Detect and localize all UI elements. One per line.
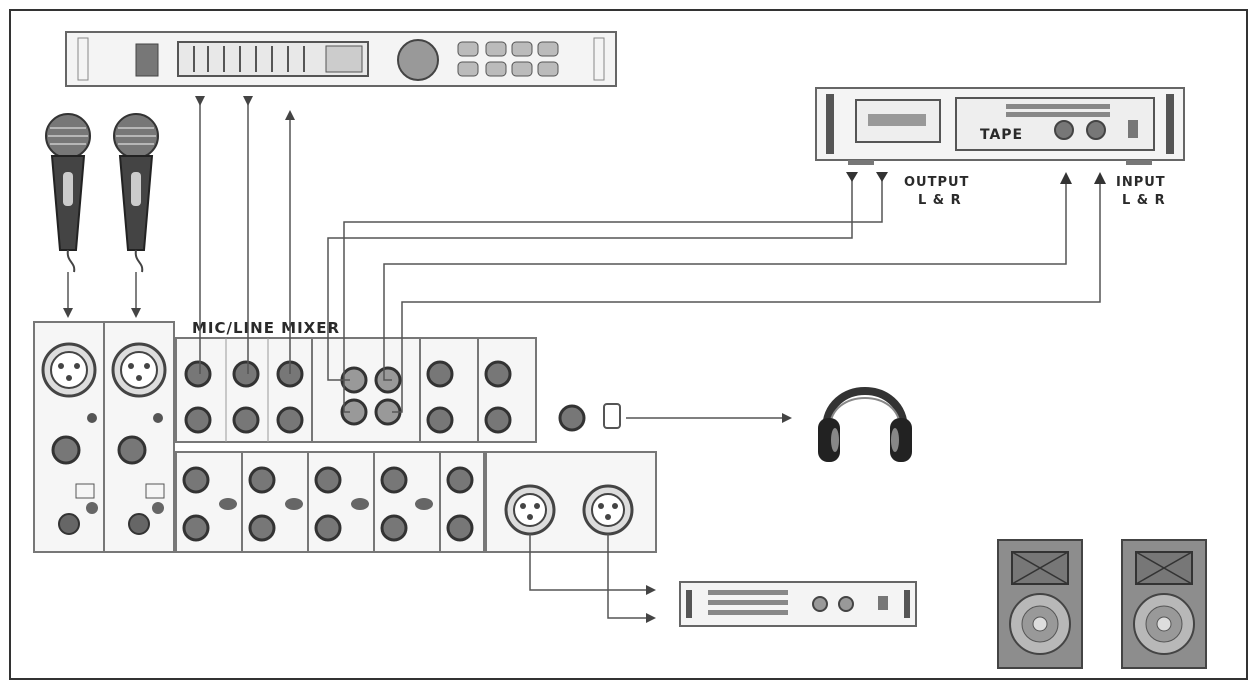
- tape-output-right: [343, 172, 883, 413]
- xlr-jack-icon: [504, 484, 556, 536]
- speaker-icon: [997, 539, 1083, 669]
- knob-icon: [58, 513, 80, 535]
- tape-label: TAPE: [980, 127, 1023, 143]
- amp-connection-left: [529, 534, 656, 595]
- mixer: MIC/LINE MIXER: [33, 319, 657, 553]
- microphone-icon: [113, 113, 159, 273]
- tape-input-left: [383, 176, 1067, 381]
- tape-output-left: [327, 172, 853, 381]
- rack-processor: [65, 31, 617, 87]
- mixer-title: MIC/LINE MIXER: [192, 319, 340, 337]
- knob-icon: [128, 513, 150, 535]
- microphone-icon: [45, 113, 91, 273]
- connections: [63, 96, 1106, 623]
- input-label-line1: INPUT: [1116, 175, 1166, 190]
- xlr-jack-icon: [111, 342, 167, 398]
- tape-deck: TAPE: [815, 87, 1185, 165]
- output-label-line1: OUTPUT: [904, 175, 969, 190]
- knob-icon: [397, 39, 439, 81]
- input-label-line2: L & R: [1122, 193, 1166, 208]
- output-label-line2: L & R: [918, 193, 962, 208]
- headphones-icon: [818, 387, 912, 462]
- amp-connection-right: [607, 534, 656, 623]
- speaker-icon: [1121, 539, 1207, 669]
- xlr-jack-icon: [582, 484, 634, 536]
- xlr-jack-icon: [41, 342, 97, 398]
- diagram-frame: [9, 9, 1248, 680]
- power-amplifier: [679, 581, 917, 627]
- tape-input-right: [392, 176, 1101, 413]
